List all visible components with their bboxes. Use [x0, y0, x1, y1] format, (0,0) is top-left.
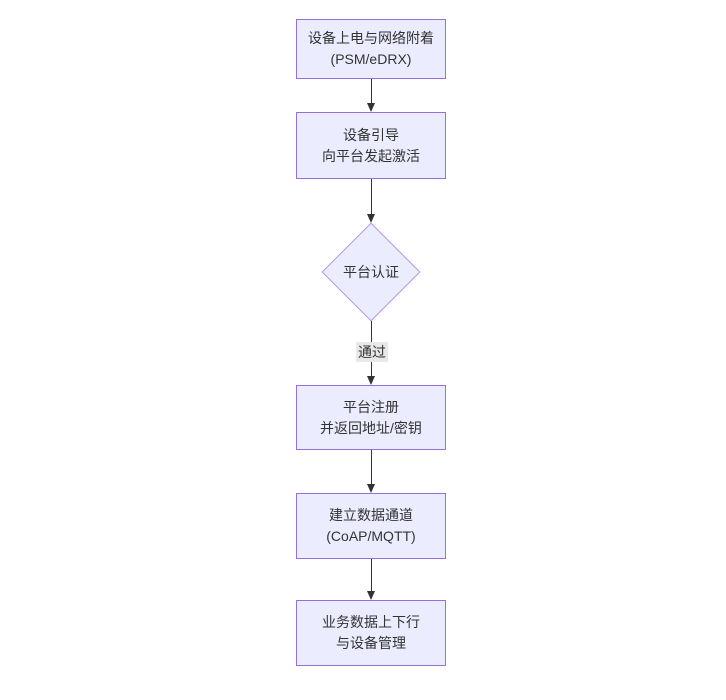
node-label-line: 并返回地址/密钥: [320, 419, 422, 436]
flow-node-data-channel: 建立数据通道 (CoAP/MQTT): [296, 493, 446, 559]
edge-register-to-channel: [366, 450, 377, 493]
node-label-line: (CoAP/MQTT): [326, 528, 416, 544]
node-label-line: 设备引导: [343, 126, 399, 143]
node-label-line: 业务数据上下行: [322, 614, 420, 630]
edge-start-to-bootstrap: [366, 79, 377, 112]
arrowhead-down-icon: [367, 591, 375, 600]
arrowhead-down-icon: [367, 103, 375, 112]
node-label-line: (PSM/eDRX): [330, 51, 412, 67]
edge-line: [371, 559, 372, 594]
edge-line: [371, 79, 372, 106]
flow-node-power-attach: 设备上电与网络附着 (PSM/eDRX): [296, 19, 446, 79]
edge-channel-to-business: [366, 559, 377, 600]
decision-node-label: 平台认证: [343, 264, 399, 280]
node-label-line: 与设备管理: [336, 635, 406, 651]
flow-node-register: 平台注册 并返回地址/密钥: [296, 385, 446, 450]
edge-line: [371, 179, 372, 217]
arrowhead-down-icon: [367, 214, 375, 223]
node-label-line: 向平台发起激活: [322, 147, 420, 164]
edge-label-pass: 通过: [356, 342, 388, 362]
node-label-line: 平台注册: [343, 398, 399, 415]
arrowhead-down-icon: [367, 484, 375, 493]
flow-node-business-data: 业务数据上下行 与设备管理: [296, 600, 446, 666]
edge-bootstrap-to-auth: [366, 179, 377, 223]
node-label-line: 建立数据通道: [329, 507, 413, 523]
arrowhead-down-icon: [367, 376, 375, 385]
edge-line: [371, 450, 372, 487]
node-label-line: 设备上电与网络附着: [308, 30, 434, 46]
flow-node-bootstrap: 设备引导 向平台发起激活: [296, 112, 446, 179]
